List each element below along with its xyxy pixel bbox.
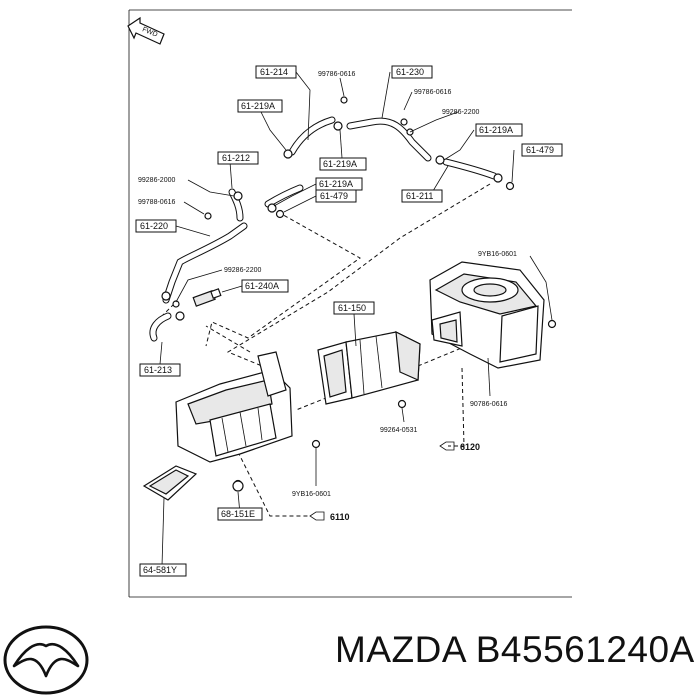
svg-text:61-219A: 61-219A (479, 125, 513, 135)
boxed-label-68-151e: 68-151E (217, 507, 263, 521)
duct-61-150 (317, 330, 421, 405)
label-99286-2200-b: 99286-2200 (224, 267, 261, 274)
dashed-link-3 (205, 325, 251, 353)
hose-61-211 (442, 158, 498, 180)
boxed-label-61-219a-left: 61-219A (237, 99, 283, 113)
label-99786-0616-a: 99786-0616 (318, 71, 355, 78)
pipe-61-230 (346, 117, 432, 162)
boxed-label-61-220: 61-220 (135, 219, 177, 233)
label-99786-0616-b: 99786-0616 (414, 89, 451, 96)
boxed-label-61-219a-right: 61-219A (475, 123, 523, 137)
boxed-label-61-479-right: 61-479 (521, 143, 563, 157)
fitting-61-240a (192, 288, 222, 307)
boxed-label-61-211: 61-211 (401, 189, 443, 203)
label-99264-0531: 99264-0531 (380, 427, 417, 434)
dashed-link-6 (237, 451, 310, 517)
boxed-label-61-219a-mid: 61-219A (315, 177, 363, 191)
blower-unit-6120 (429, 261, 545, 369)
label-90786-0616: 90786-0616 (470, 401, 507, 408)
mazda-logo-icon (3, 625, 89, 695)
brand-name: MAZDA (335, 629, 465, 670)
boxed-label-61-479-mid: 61-479 (315, 189, 357, 203)
boxed-label-61-230: 61-230 (391, 65, 433, 79)
boxed-label-61-214: 61-214 (255, 65, 297, 79)
boxed-label-61-240a: 61-240A (241, 279, 289, 293)
hose-61-213 (149, 312, 172, 342)
drain-64-581y (142, 465, 198, 501)
svg-text:64-581Y: 64-581Y (143, 565, 177, 575)
dashed-link-2 (226, 183, 491, 367)
pipe-61-220 (162, 222, 248, 304)
svg-text:6120: 6120 (460, 442, 480, 452)
boxed-label-61-150: 61-150 (333, 301, 375, 315)
label-9yb16-0601-a: 9YB16-0601 (478, 251, 517, 258)
part-number-caption: MAZDA B45561240A (335, 620, 695, 680)
svg-text:61-219A: 61-219A (323, 159, 357, 169)
svg-text:61-220: 61-220 (140, 221, 168, 231)
svg-text:61-212: 61-212 (222, 153, 250, 163)
svg-text:61-211: 61-211 (406, 191, 433, 201)
svg-text:61-150: 61-150 (338, 303, 366, 313)
hose-61-214 (288, 116, 336, 156)
part-number: B45561240A (475, 629, 695, 670)
grommet-68-151e (232, 480, 244, 492)
label-99788-0616: 99788-0616 (138, 199, 175, 206)
svg-text:61-219A: 61-219A (319, 179, 353, 189)
boxed-label-61-219a-center: 61-219A (319, 157, 367, 171)
svg-text:61-240A: 61-240A (245, 281, 279, 291)
assembly-callout-6120: 6120 (439, 441, 480, 452)
svg-text:61-479: 61-479 (320, 191, 348, 201)
boxed-label-64-581y: 64-581Y (139, 563, 187, 577)
svg-text:61-230: 61-230 (396, 67, 424, 77)
clamps (161, 96, 557, 489)
svg-text:61-479: 61-479 (526, 145, 554, 155)
svg-text:61-213: 61-213 (144, 365, 172, 375)
dashed-link-7 (448, 367, 465, 447)
fwd-arrow-icon: FWD (127, 16, 165, 45)
boxed-label-61-213: 61-213 (139, 363, 181, 377)
assembly-callout-6110: 6110 (309, 511, 350, 522)
dashed-link-1 (205, 211, 361, 347)
label-99286-2200-a: 99286-2200 (442, 109, 479, 116)
svg-text:6110: 6110 (330, 512, 350, 522)
hose-61-212 (228, 188, 244, 222)
label-9yb16-0601-b: 9YB16-0601 (292, 491, 331, 498)
svg-text:61-219A: 61-219A (241, 101, 275, 111)
svg-text:61-214: 61-214 (260, 67, 288, 77)
heater-unit-6110 (175, 351, 293, 463)
svg-text:68-151E: 68-151E (221, 509, 255, 519)
boxed-label-61-212: 61-212 (217, 151, 259, 165)
label-99286-2000: 99286-2000 (138, 177, 175, 184)
hose-61-219a-mid (264, 184, 304, 208)
